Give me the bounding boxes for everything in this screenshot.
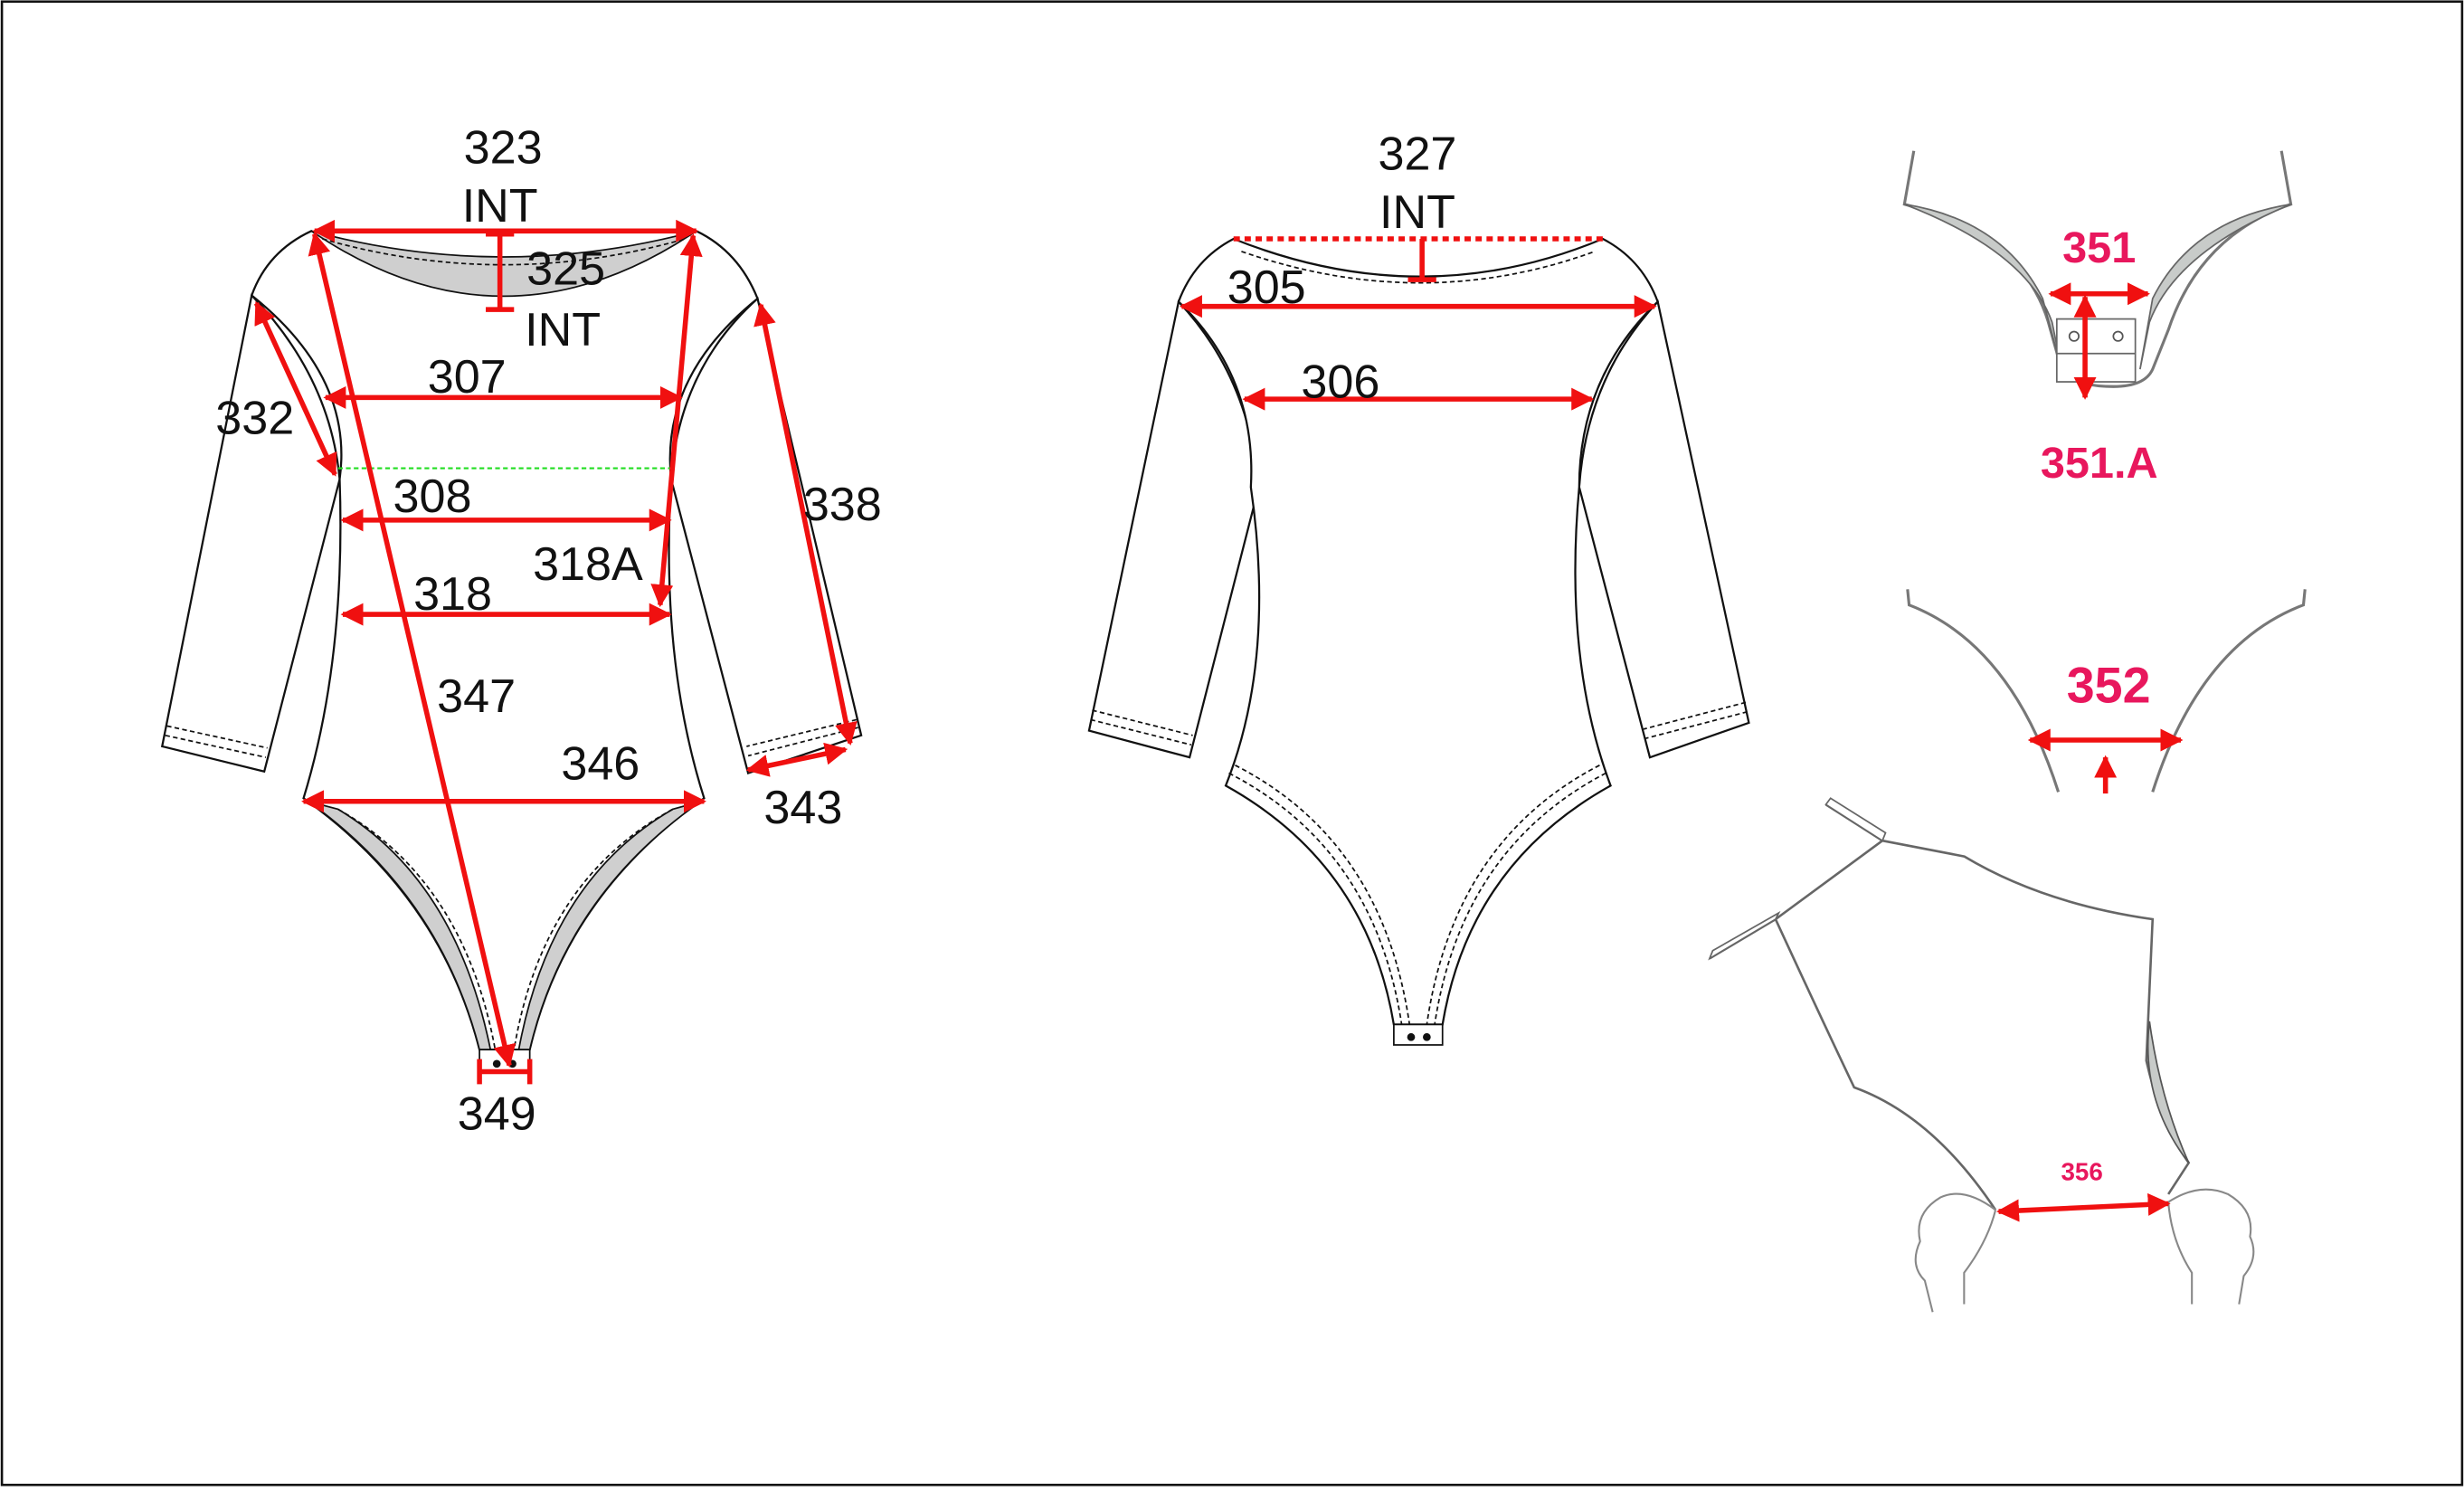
label-318A: 318A: [533, 538, 643, 591]
stretch-detail-356: 356: [1708, 797, 2255, 1313]
label-305: 305: [1227, 261, 1306, 314]
back-measurements: 327 INT 305 306: [1179, 128, 1657, 411]
label-325: 325: [526, 242, 605, 295]
snap-icon: [2112, 330, 2124, 342]
gusset-panel: [2055, 318, 2137, 383]
label-323: 323: [464, 122, 543, 175]
label-343: 343: [763, 782, 842, 834]
label-351: 351: [2062, 223, 2136, 272]
label-318: 318: [413, 568, 492, 621]
snap-icon: [492, 1059, 501, 1068]
back-body: [1177, 237, 1659, 1026]
label-347: 347: [437, 670, 516, 723]
snap-icon: [1407, 1032, 1416, 1041]
left-hand-icon: [1914, 1192, 1997, 1313]
label-327: 327: [1378, 128, 1456, 181]
label-338: 338: [803, 479, 882, 531]
back-view-garment: [1087, 237, 1750, 1046]
measure-line-318A: [650, 233, 703, 608]
label-307: 307: [428, 351, 507, 404]
label-306: 306: [1301, 356, 1379, 408]
measure-line-343: [745, 742, 848, 777]
label-352: 352: [2067, 657, 2151, 713]
back-snap-tab: [1393, 1023, 1444, 1046]
label-346: 346: [561, 737, 640, 790]
front-measurements: 323 INT 325 INT 307 332 308 318A 318 347…: [215, 122, 881, 1141]
label-332: 332: [215, 392, 294, 444]
label-327-int: INT: [1379, 186, 1455, 239]
snap-icon: [1423, 1032, 1431, 1041]
measure-line-356: [1996, 1192, 2171, 1222]
label-323-int: INT: [462, 180, 538, 233]
label-351A: 351.A: [2041, 439, 2158, 488]
crotch-detail-351: 351 351.A: [1902, 150, 2293, 488]
label-349: 349: [458, 1088, 536, 1141]
measure-line-347: [308, 232, 516, 1068]
measure-line-338: [753, 302, 858, 746]
label-356: 356: [2061, 1157, 2102, 1185]
label-325-int: INT: [525, 304, 601, 356]
label-308: 308: [393, 470, 472, 523]
